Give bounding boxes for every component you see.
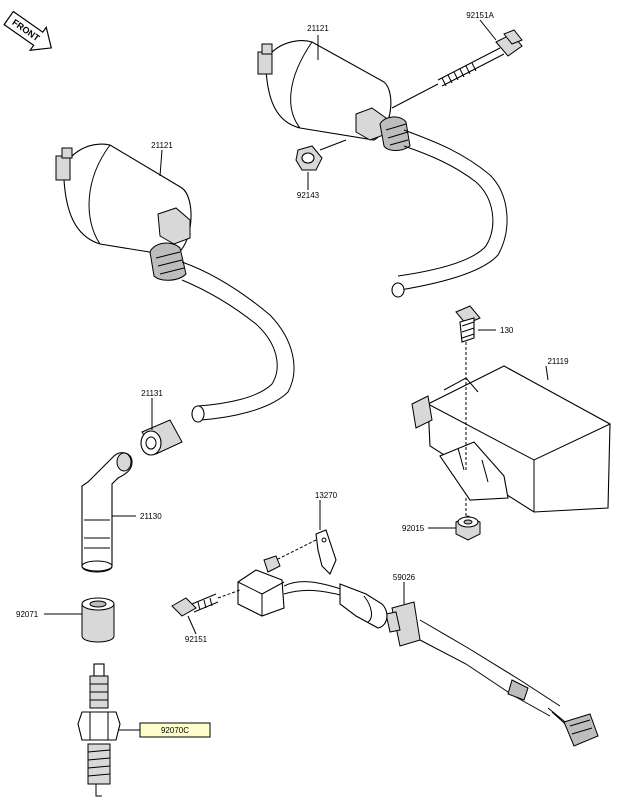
callout-130: 130 [478,326,514,335]
callout-92151: 92151 [185,615,208,644]
label-92151: 92151 [185,635,208,644]
bolt-regulator[interactable] [171,593,219,617]
coil-lead-front [181,261,295,423]
ignition-coil-rear[interactable] [257,40,411,151]
spark-plug[interactable] [77,663,121,797]
label-21119: 21119 [547,357,569,366]
wire-harness [283,581,599,747]
cap-seal[interactable] [140,419,183,456]
plug-cap[interactable] [81,452,133,573]
bolt-igniter[interactable] [455,305,481,470]
callout-92015: 92015 [402,524,456,533]
label-21131: 21131 [141,389,163,398]
callout-92070C: 92070C [118,722,211,738]
plug-boot[interactable] [81,597,115,643]
callout-59026: 59026 [393,573,416,604]
callout-21131: 21131 [141,389,163,430]
igniter[interactable] [411,365,611,513]
coil-lead-rear [391,129,508,298]
callout-92071: 92071 [16,610,82,619]
label-130: 130 [500,326,514,335]
callout-92143: 92143 [297,172,320,200]
collar-coil[interactable] [295,145,323,171]
bolt-coil[interactable] [437,29,523,87]
label-92015: 92015 [402,524,425,533]
label-92151A: 92151A [466,11,494,20]
callout-21119: 21119 [545,357,569,381]
label-92143: 92143 [297,191,320,200]
callout-21121-front: 21121 [151,141,173,177]
callout-92151A: 92151A [466,11,497,41]
label-92071: 92071 [16,610,39,619]
label-59026: 59026 [393,573,416,582]
regulator[interactable] [237,555,421,647]
label-92070C: 92070C [161,726,189,735]
label-21121-front: 21121 [151,141,173,150]
callout-21130: 21130 [112,512,162,521]
bracket[interactable] [315,529,337,575]
label-21130: 21130 [140,512,162,521]
front-arrow-icon: FRONT [3,10,53,51]
label-21121-rear: 21121 [307,24,329,33]
nut[interactable] [455,515,481,541]
ignition-coil-front[interactable] [55,143,192,281]
callout-21121-rear: 21121 [307,24,329,60]
label-13270: 13270 [315,491,338,500]
callout-13270: 13270 [315,491,338,530]
